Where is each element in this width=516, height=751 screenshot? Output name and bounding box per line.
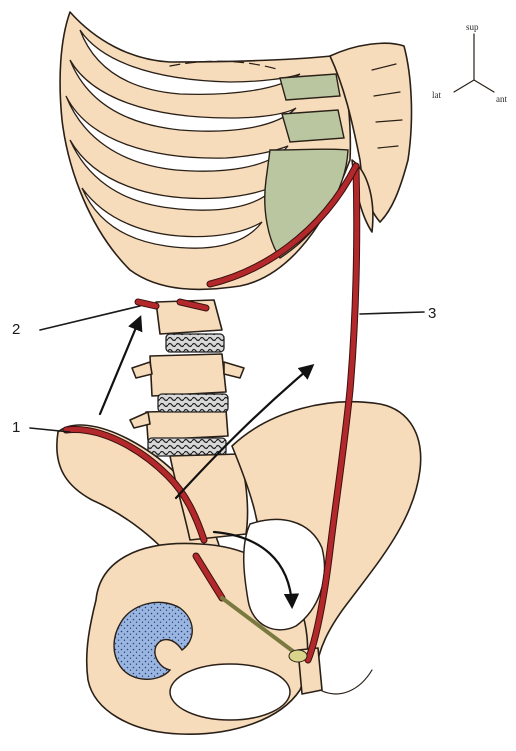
label-2: 2 xyxy=(12,321,20,338)
orientation-lat: lat xyxy=(432,90,441,100)
intervertebral-disc-1 xyxy=(166,334,224,352)
lumbar-spine xyxy=(130,300,244,456)
label-1: 1 xyxy=(12,419,20,436)
orientation-compass: sup lat ant xyxy=(432,22,507,104)
orientation-sup: sup xyxy=(466,22,479,32)
label-3: 3 xyxy=(428,305,436,322)
orientation-ant: ant xyxy=(496,94,507,104)
vertebra-3 xyxy=(146,410,228,440)
obturator-foramen xyxy=(170,664,290,720)
vertebra-2 xyxy=(150,354,226,396)
intervertebral-disc-2 xyxy=(158,394,228,412)
leader-line-3 xyxy=(360,312,424,314)
leader-line-2 xyxy=(40,306,140,330)
arrow-upward xyxy=(100,318,140,414)
intervertebral-disc-3 xyxy=(148,438,226,456)
pelvis xyxy=(57,402,421,734)
